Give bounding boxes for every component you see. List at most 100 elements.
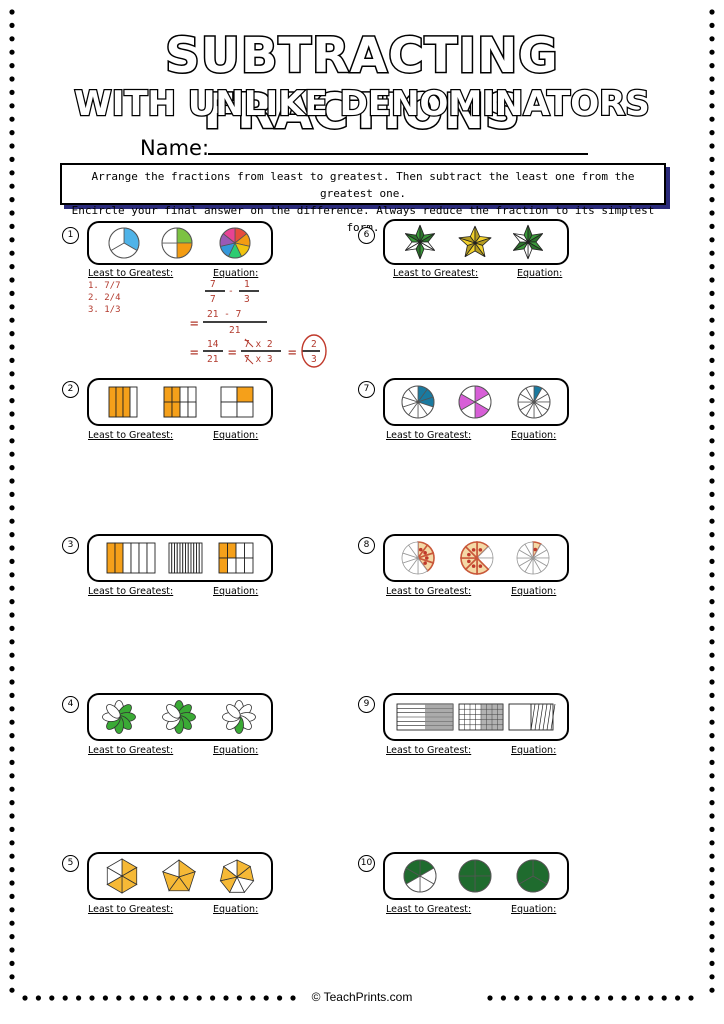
problem-box-1	[87, 221, 273, 265]
border-dot	[709, 987, 715, 993]
fraction-rect-hatched	[508, 703, 556, 731]
border-dot	[9, 719, 15, 725]
border-dot	[9, 652, 15, 658]
border-dot	[709, 652, 715, 658]
border-dot	[9, 438, 15, 444]
border-dot	[210, 995, 216, 1001]
fraction-pizza-12	[516, 541, 550, 575]
least-to-greatest-label: Least to Greatest:	[386, 745, 472, 756]
border-dot	[709, 773, 715, 779]
border-dot	[9, 666, 15, 672]
example-order-2: 2. 2/4	[88, 293, 121, 303]
problem-box-10	[383, 852, 569, 900]
border-dot	[709, 331, 715, 337]
border-dot	[9, 960, 15, 967]
problem-number-7: 7	[358, 381, 375, 398]
border-dot	[709, 545, 715, 551]
problem-box-6	[383, 219, 569, 265]
border-dot	[541, 995, 547, 1001]
border-dot	[9, 639, 15, 645]
border-dot	[129, 995, 135, 1001]
border-dot	[9, 612, 15, 618]
border-dot	[709, 733, 715, 739]
fraction-circle-3	[516, 859, 550, 893]
least-to-greatest-label: Least to Greatest:	[88, 904, 174, 915]
border-dot	[9, 920, 15, 926]
fraction-grid-8	[218, 542, 254, 574]
border-dot	[709, 813, 715, 819]
border-dot	[9, 465, 15, 471]
border-dot	[9, 89, 15, 95]
border-dot	[9, 384, 15, 390]
example-step2-numerator: 21 - 7	[207, 309, 242, 320]
fraction-pentagon	[161, 859, 197, 892]
border-dot	[9, 880, 15, 886]
equation-label: Equation:	[511, 745, 557, 756]
border-dot	[9, 853, 15, 859]
border-dot	[709, 505, 715, 511]
title-line-2: WITH UNLIKE DENOMINATORS	[73, 83, 651, 126]
border-dot	[709, 719, 715, 725]
fraction-pizza-10	[401, 541, 435, 575]
border-dot	[709, 290, 715, 296]
border-dot	[709, 920, 715, 926]
equation-label: Equation:	[213, 586, 259, 597]
border-dot	[709, 103, 715, 109]
border-dot	[709, 411, 715, 417]
border-dot	[709, 639, 715, 645]
example-order-3: 3. 1/3	[88, 305, 121, 315]
border-dot	[9, 800, 15, 806]
border-dot	[9, 170, 15, 176]
border-dot	[661, 995, 667, 1001]
problem-number-8: 8	[358, 537, 375, 554]
fraction-bars-8-lower	[163, 401, 197, 418]
border-dot	[9, 934, 15, 940]
border-dot	[89, 995, 95, 1001]
least-to-greatest-label: Least to Greatest:	[386, 586, 472, 597]
border-dot	[9, 826, 15, 833]
border-dot	[709, 934, 715, 940]
least-to-greatest-label: Least to Greatest:	[88, 586, 174, 597]
fraction-circle-6	[403, 859, 437, 893]
border-dot	[709, 558, 715, 565]
equation-label: Equation:	[511, 586, 557, 597]
border-dot	[9, 746, 15, 752]
fraction-rect-lines	[396, 703, 454, 731]
border-dot	[22, 995, 28, 1001]
border-dot	[9, 290, 15, 296]
border-dot	[9, 625, 15, 632]
example-b-denominator: 3	[244, 294, 250, 305]
border-dot	[9, 304, 15, 310]
border-dot	[9, 210, 15, 216]
border-dot	[567, 995, 574, 1001]
example-step3-numerator: 14	[207, 339, 219, 350]
border-dot	[709, 759, 715, 766]
border-dot	[709, 424, 715, 430]
border-dot	[709, 237, 715, 243]
border-dot	[183, 995, 189, 1001]
border-dot	[49, 995, 55, 1001]
border-dot	[709, 156, 715, 162]
border-dot	[581, 995, 587, 1001]
border-dot	[688, 995, 694, 1001]
border-dot	[102, 995, 108, 1001]
fraction-pizza-8	[460, 541, 494, 575]
example-equation-lines	[203, 290, 327, 368]
border-dot	[709, 116, 715, 122]
example-equals-1: =	[190, 316, 199, 332]
border-dot	[9, 572, 15, 578]
border-dot	[709, 143, 715, 149]
fraction-star-6	[404, 224, 436, 260]
border-dot	[709, 170, 715, 176]
example-step3-denominator-factored: 7 x 3	[244, 354, 273, 365]
border-dot	[594, 995, 600, 1001]
border-dot	[634, 995, 641, 1001]
border-dot	[9, 156, 15, 162]
border-dot	[9, 317, 15, 323]
name-field[interactable]	[208, 153, 588, 155]
border-dot	[709, 210, 715, 216]
fraction-circle-quarters	[161, 227, 193, 259]
border-dot	[709, 344, 715, 350]
fraction-flower-2	[162, 700, 196, 734]
example-step2-denominator: 21	[229, 325, 241, 336]
